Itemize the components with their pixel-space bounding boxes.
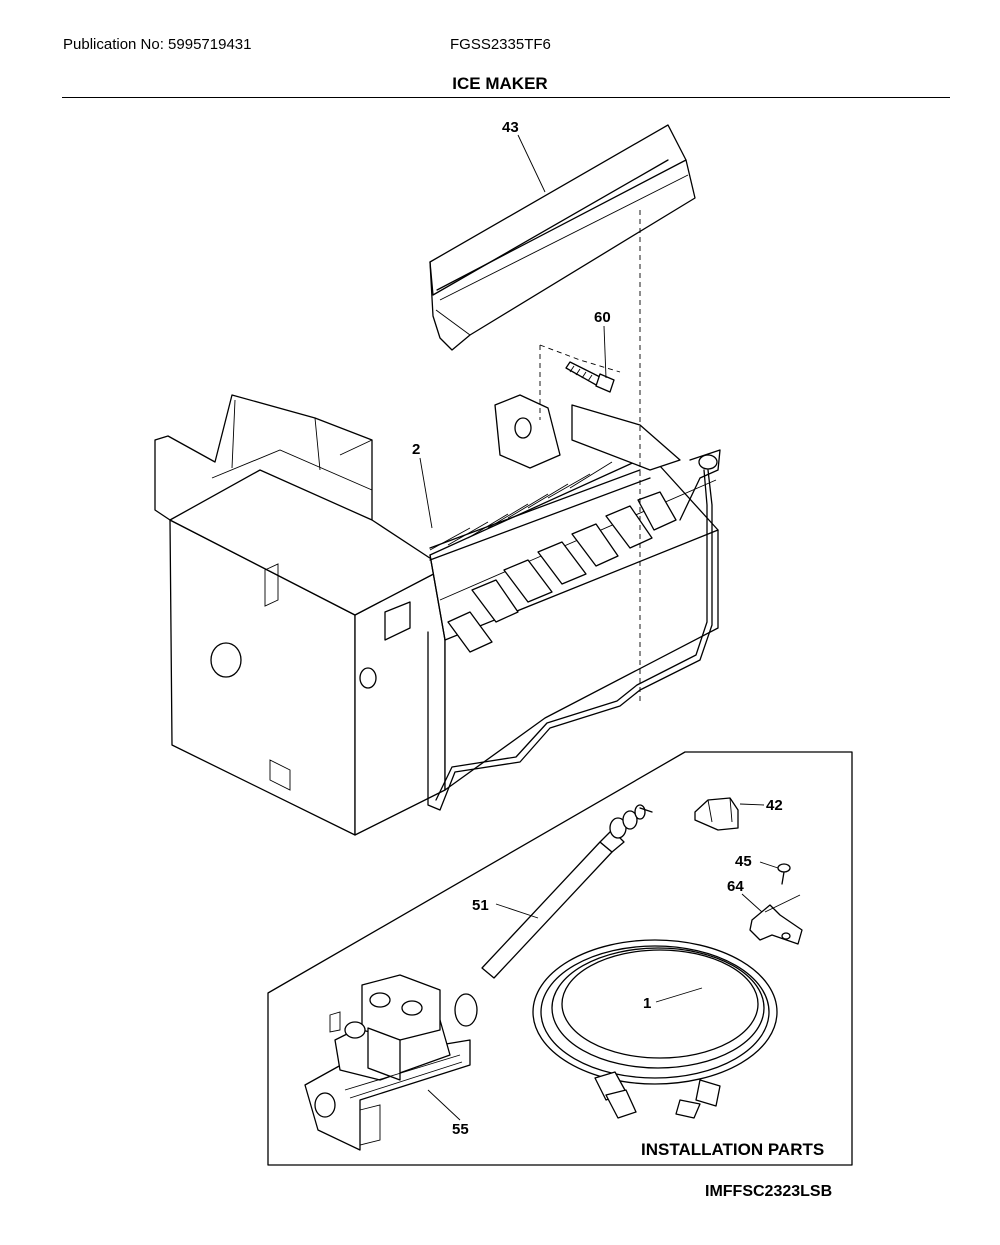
diagram-code: IMFFSC2323LSB	[705, 1183, 832, 1200]
callout-1: 1	[643, 995, 651, 1012]
model-number: FGSS2335TF6	[450, 36, 551, 53]
part-42-clamp	[694, 797, 739, 831]
installation-parts-box	[267, 751, 853, 1166]
callout-55: 55	[452, 1121, 469, 1138]
part-51-fill-tube	[481, 804, 653, 979]
part-1-water-tube	[532, 939, 778, 1119]
callout-2: 2	[412, 441, 420, 458]
part-55-water-valve	[304, 974, 478, 1151]
callout-51: 51	[472, 897, 489, 914]
part-43-cover	[429, 124, 696, 351]
callout-45: 45	[735, 853, 752, 870]
part-64-clip	[749, 894, 803, 945]
page-title: ICE MAKER	[452, 74, 548, 93]
callout-43: 43	[502, 119, 519, 136]
installation-parts-label: INSTALLATION PARTS	[641, 1140, 824, 1159]
part-45-screw	[777, 863, 791, 885]
publication-number: Publication No: 5995719431	[63, 36, 252, 53]
leader-lines	[419, 134, 779, 1121]
callout-64: 64	[727, 878, 744, 895]
part-60-screw	[565, 361, 615, 393]
header-divider	[62, 97, 950, 98]
part-2-ice-maker-assembly	[154, 210, 721, 836]
callout-60: 60	[594, 309, 611, 326]
callout-42: 42	[766, 797, 783, 814]
